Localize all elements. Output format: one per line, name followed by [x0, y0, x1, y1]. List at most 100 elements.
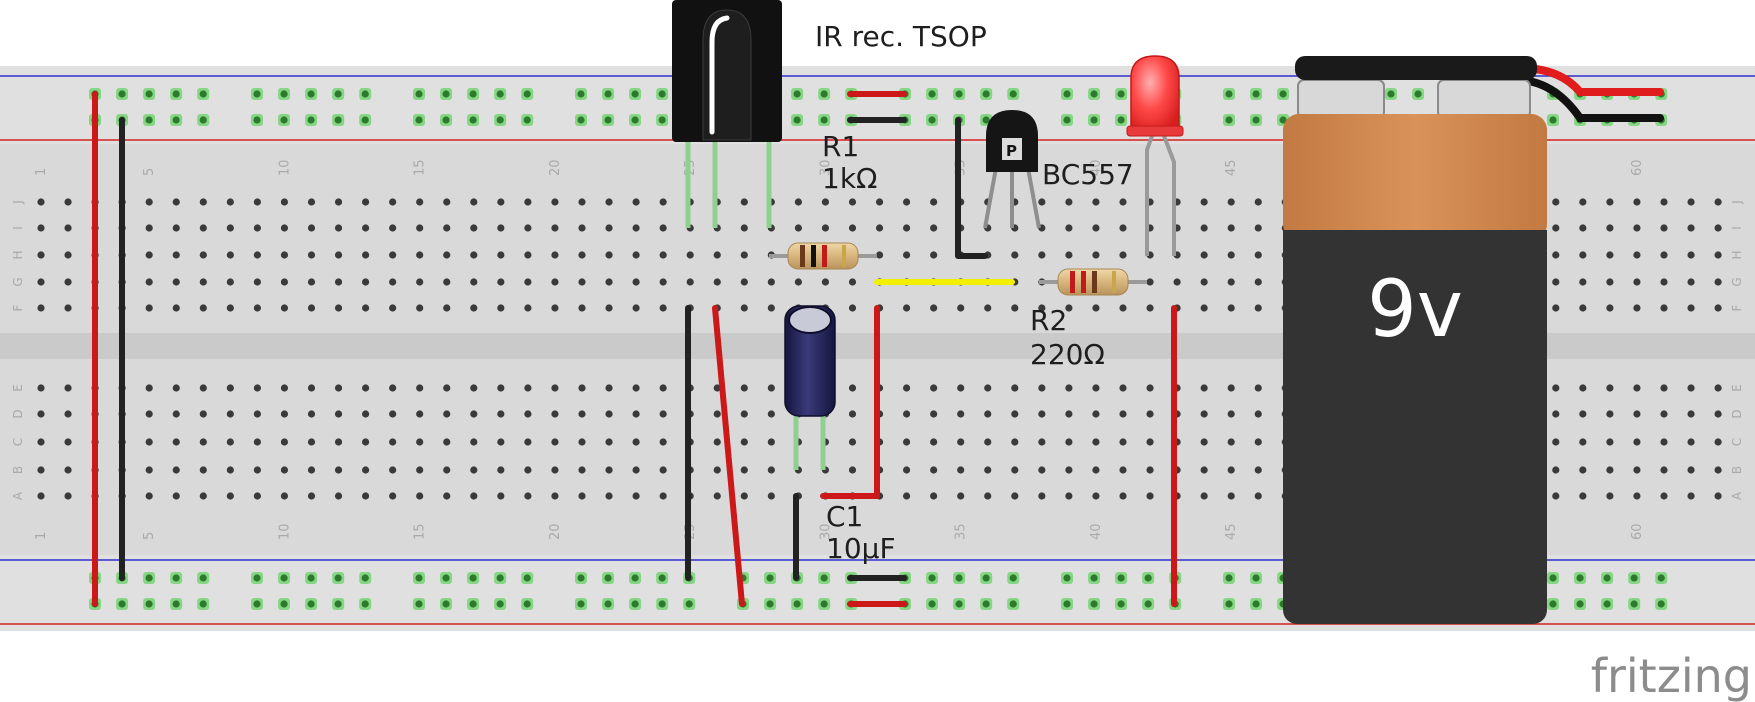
breadboard-hole[interactable]	[443, 438, 451, 446]
breadboard-hole[interactable]	[199, 90, 207, 98]
breadboard-hole[interactable]	[470, 198, 478, 206]
resistor-r2[interactable]	[1039, 268, 1147, 296]
breadboard-hole[interactable]	[37, 438, 45, 446]
breadboard-hole[interactable]	[145, 492, 153, 500]
breadboard-hole[interactable]	[470, 251, 478, 259]
breadboard-hole[interactable]	[1227, 492, 1235, 500]
breadboard-hole[interactable]	[307, 600, 315, 608]
breadboard-hole[interactable]	[930, 384, 938, 392]
breadboard-hole[interactable]	[524, 198, 532, 206]
breadboard-hole[interactable]	[389, 466, 397, 474]
breadboard-hole[interactable]	[199, 278, 207, 286]
breadboard-hole[interactable]	[1200, 438, 1208, 446]
breadboard-hole[interactable]	[740, 224, 748, 232]
breadboard-hole[interactable]	[577, 600, 585, 608]
wire-red-ir-vcc[interactable]	[712, 305, 745, 607]
breadboard-hole[interactable]	[928, 600, 936, 608]
breadboard-hole[interactable]	[1687, 466, 1695, 474]
breadboard-hole[interactable]	[118, 90, 126, 98]
breadboard-hole[interactable]	[1200, 198, 1208, 206]
breadboard-hole[interactable]	[361, 600, 369, 608]
breadboard-hole[interactable]	[1714, 410, 1722, 418]
breadboard-hole[interactable]	[64, 438, 72, 446]
breadboard-hole[interactable]	[793, 90, 801, 98]
breadboard-hole[interactable]	[1225, 90, 1233, 98]
breadboard-hole[interactable]	[172, 304, 180, 312]
breadboard-hole[interactable]	[740, 198, 748, 206]
breadboard-hole[interactable]	[767, 278, 775, 286]
breadboard-hole[interactable]	[1579, 278, 1587, 286]
led-red[interactable]	[1126, 55, 1184, 256]
breadboard-hole[interactable]	[659, 251, 667, 259]
breadboard-hole[interactable]	[848, 466, 857, 474]
breadboard-hole[interactable]	[767, 384, 775, 392]
breadboard-hole[interactable]	[253, 492, 261, 500]
breadboard-hole[interactable]	[955, 574, 963, 582]
breadboard-hole[interactable]	[820, 116, 828, 124]
breadboard-hole[interactable]	[361, 574, 369, 582]
breadboard-hole[interactable]	[766, 600, 774, 608]
breadboard-hole[interactable]	[1606, 410, 1614, 418]
breadboard-hole[interactable]	[984, 466, 992, 474]
breadboard-hole[interactable]	[1552, 278, 1560, 286]
breadboard-hole[interactable]	[1579, 304, 1587, 312]
breadboard-hole[interactable]	[577, 116, 585, 124]
breadboard-hole[interactable]	[659, 278, 667, 286]
breadboard-hole[interactable]	[37, 384, 45, 392]
breadboard-hole[interactable]	[903, 410, 911, 418]
breadboard-hole[interactable]	[389, 198, 397, 206]
breadboard-hole[interactable]	[145, 116, 153, 124]
breadboard-hole[interactable]	[1119, 438, 1127, 446]
breadboard-hole[interactable]	[416, 278, 424, 286]
breadboard-hole[interactable]	[551, 384, 559, 392]
breadboard-hole[interactable]	[605, 438, 613, 446]
breadboard-hole[interactable]	[443, 466, 451, 474]
breadboard-hole[interactable]	[1579, 410, 1587, 418]
breadboard-hole[interactable]	[443, 251, 451, 259]
breadboard-hole[interactable]	[631, 574, 639, 582]
breadboard-hole[interactable]	[1092, 198, 1100, 206]
breadboard-hole[interactable]	[1063, 90, 1071, 98]
breadboard-hole[interactable]	[930, 410, 938, 418]
breadboard-hole[interactable]	[713, 251, 721, 259]
breadboard-hole[interactable]	[37, 198, 45, 206]
breadboard-hole[interactable]	[982, 90, 990, 98]
breadboard-hole[interactable]	[578, 198, 586, 206]
breadboard-hole[interactable]	[1038, 410, 1046, 418]
breadboard-hole[interactable]	[1011, 410, 1019, 418]
breadboard-hole[interactable]	[551, 466, 559, 474]
breadboard-hole[interactable]	[1633, 492, 1641, 500]
breadboard-hole[interactable]	[37, 224, 45, 232]
breadboard-hole[interactable]	[1606, 224, 1614, 232]
breadboard-hole[interactable]	[145, 198, 153, 206]
breadboard-hole[interactable]	[307, 198, 316, 206]
breadboard-hole[interactable]	[578, 278, 586, 286]
breadboard-hole[interactable]	[145, 90, 153, 98]
breadboard-hole[interactable]	[443, 384, 451, 392]
breadboard-hole[interactable]	[903, 466, 911, 474]
breadboard-hole[interactable]	[605, 278, 613, 286]
breadboard-hole[interactable]	[713, 410, 721, 418]
breadboard-hole[interactable]	[523, 574, 531, 582]
breadboard-hole[interactable]	[1090, 574, 1098, 582]
breadboard-hole[interactable]	[848, 304, 857, 312]
breadboard-hole[interactable]	[497, 410, 505, 418]
breadboard-hole[interactable]	[604, 116, 612, 124]
breadboard-hole[interactable]	[632, 492, 640, 500]
breadboard-hole[interactable]	[1146, 410, 1154, 418]
breadboard-hole[interactable]	[1090, 600, 1098, 608]
breadboard-hole[interactable]	[1011, 304, 1019, 312]
breadboard-hole[interactable]	[334, 304, 343, 312]
breadboard-hole[interactable]	[172, 600, 180, 608]
breadboard-hole[interactable]	[713, 438, 721, 446]
breadboard-hole[interactable]	[524, 304, 532, 312]
breadboard-hole[interactable]	[930, 466, 938, 474]
breadboard-hole[interactable]	[686, 278, 694, 286]
breadboard-hole[interactable]	[713, 466, 721, 474]
breadboard-hole[interactable]	[1606, 492, 1614, 500]
breadboard-hole[interactable]	[199, 224, 207, 232]
breadboard-hole[interactable]	[1714, 251, 1722, 259]
breadboard-hole[interactable]	[1146, 278, 1154, 286]
breadboard-hole[interactable]	[1038, 438, 1046, 446]
breadboard-hole[interactable]	[1687, 224, 1695, 232]
